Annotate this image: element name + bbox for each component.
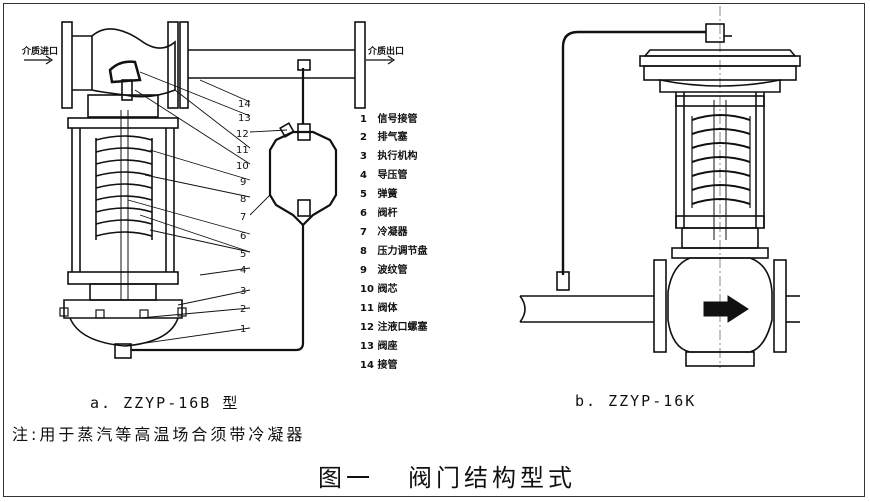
signal-tube-b [561, 30, 706, 275]
outlet-flange-left [167, 21, 179, 109]
callout-3: 3 [240, 286, 246, 297]
top-plate-a [67, 117, 179, 129]
legend-item: 14 接管 [360, 360, 398, 371]
callout-12: 12 [236, 129, 249, 140]
callout-7: 7 [240, 212, 246, 223]
figure-title: 图一 阀门结构型式 [318, 458, 576, 493]
legend-item: 7 冷凝器 [360, 227, 408, 238]
impulse-line-a [131, 225, 305, 352]
callout-leaders-a [124, 71, 288, 347]
callout-4: 4 [240, 265, 246, 276]
callout-11: 11 [236, 145, 249, 156]
legend-item: 5 弹簧 [360, 189, 398, 200]
caption-b: b. ZZYP-16K [575, 392, 697, 410]
legend-item: 6 阀杆 [360, 208, 398, 219]
spring-b [691, 114, 751, 208]
legend-item: 12 注液口螺塞 [360, 322, 428, 333]
condenser-a [268, 130, 338, 226]
figure-border [3, 3, 865, 497]
legend-item: 9 波纹管 [360, 265, 408, 276]
legend-item: 8 压力调节盘 [360, 246, 428, 257]
outlet-label: 介质出口 [368, 47, 405, 57]
callout-9: 9 [240, 177, 246, 188]
legend-item: 1 信号接管 [360, 114, 418, 125]
callout-6: 6 [240, 231, 246, 242]
figure-name: 阀门结构型式 [408, 464, 576, 492]
callout-10: 10 [236, 161, 249, 172]
inlet-label: 介质进口 [22, 47, 59, 57]
legend-item: 13 阀座 [360, 341, 398, 352]
actuator-a [63, 299, 183, 319]
callout-14: 14 [238, 99, 251, 110]
outlet-flange-right [354, 21, 366, 109]
flow-arrow-b [703, 295, 749, 323]
callout-13: 13 [238, 113, 251, 124]
valve-diagram-b [519, 23, 801, 367]
callout-8: 8 [240, 194, 246, 205]
legend-item: 10 阀芯 [360, 284, 398, 295]
inlet-flange [61, 21, 73, 109]
legend-item: 2 排气塞 [360, 132, 408, 143]
callout-2: 2 [240, 304, 246, 315]
figure-number: 图一 [318, 464, 374, 492]
usage-note: 注:用于蒸汽等高温场合须带冷凝器 [12, 425, 306, 444]
spring-a [95, 135, 153, 240]
callout-5: 5 [240, 249, 246, 260]
callout-1: 1 [240, 324, 246, 335]
legend-item: 3 执行机构 [360, 151, 418, 162]
legend-item: 4 导压管 [360, 170, 408, 181]
legend-item: 11 阀体 [360, 303, 398, 314]
caption-a: a. ZZYP-16B 型 [90, 394, 240, 412]
